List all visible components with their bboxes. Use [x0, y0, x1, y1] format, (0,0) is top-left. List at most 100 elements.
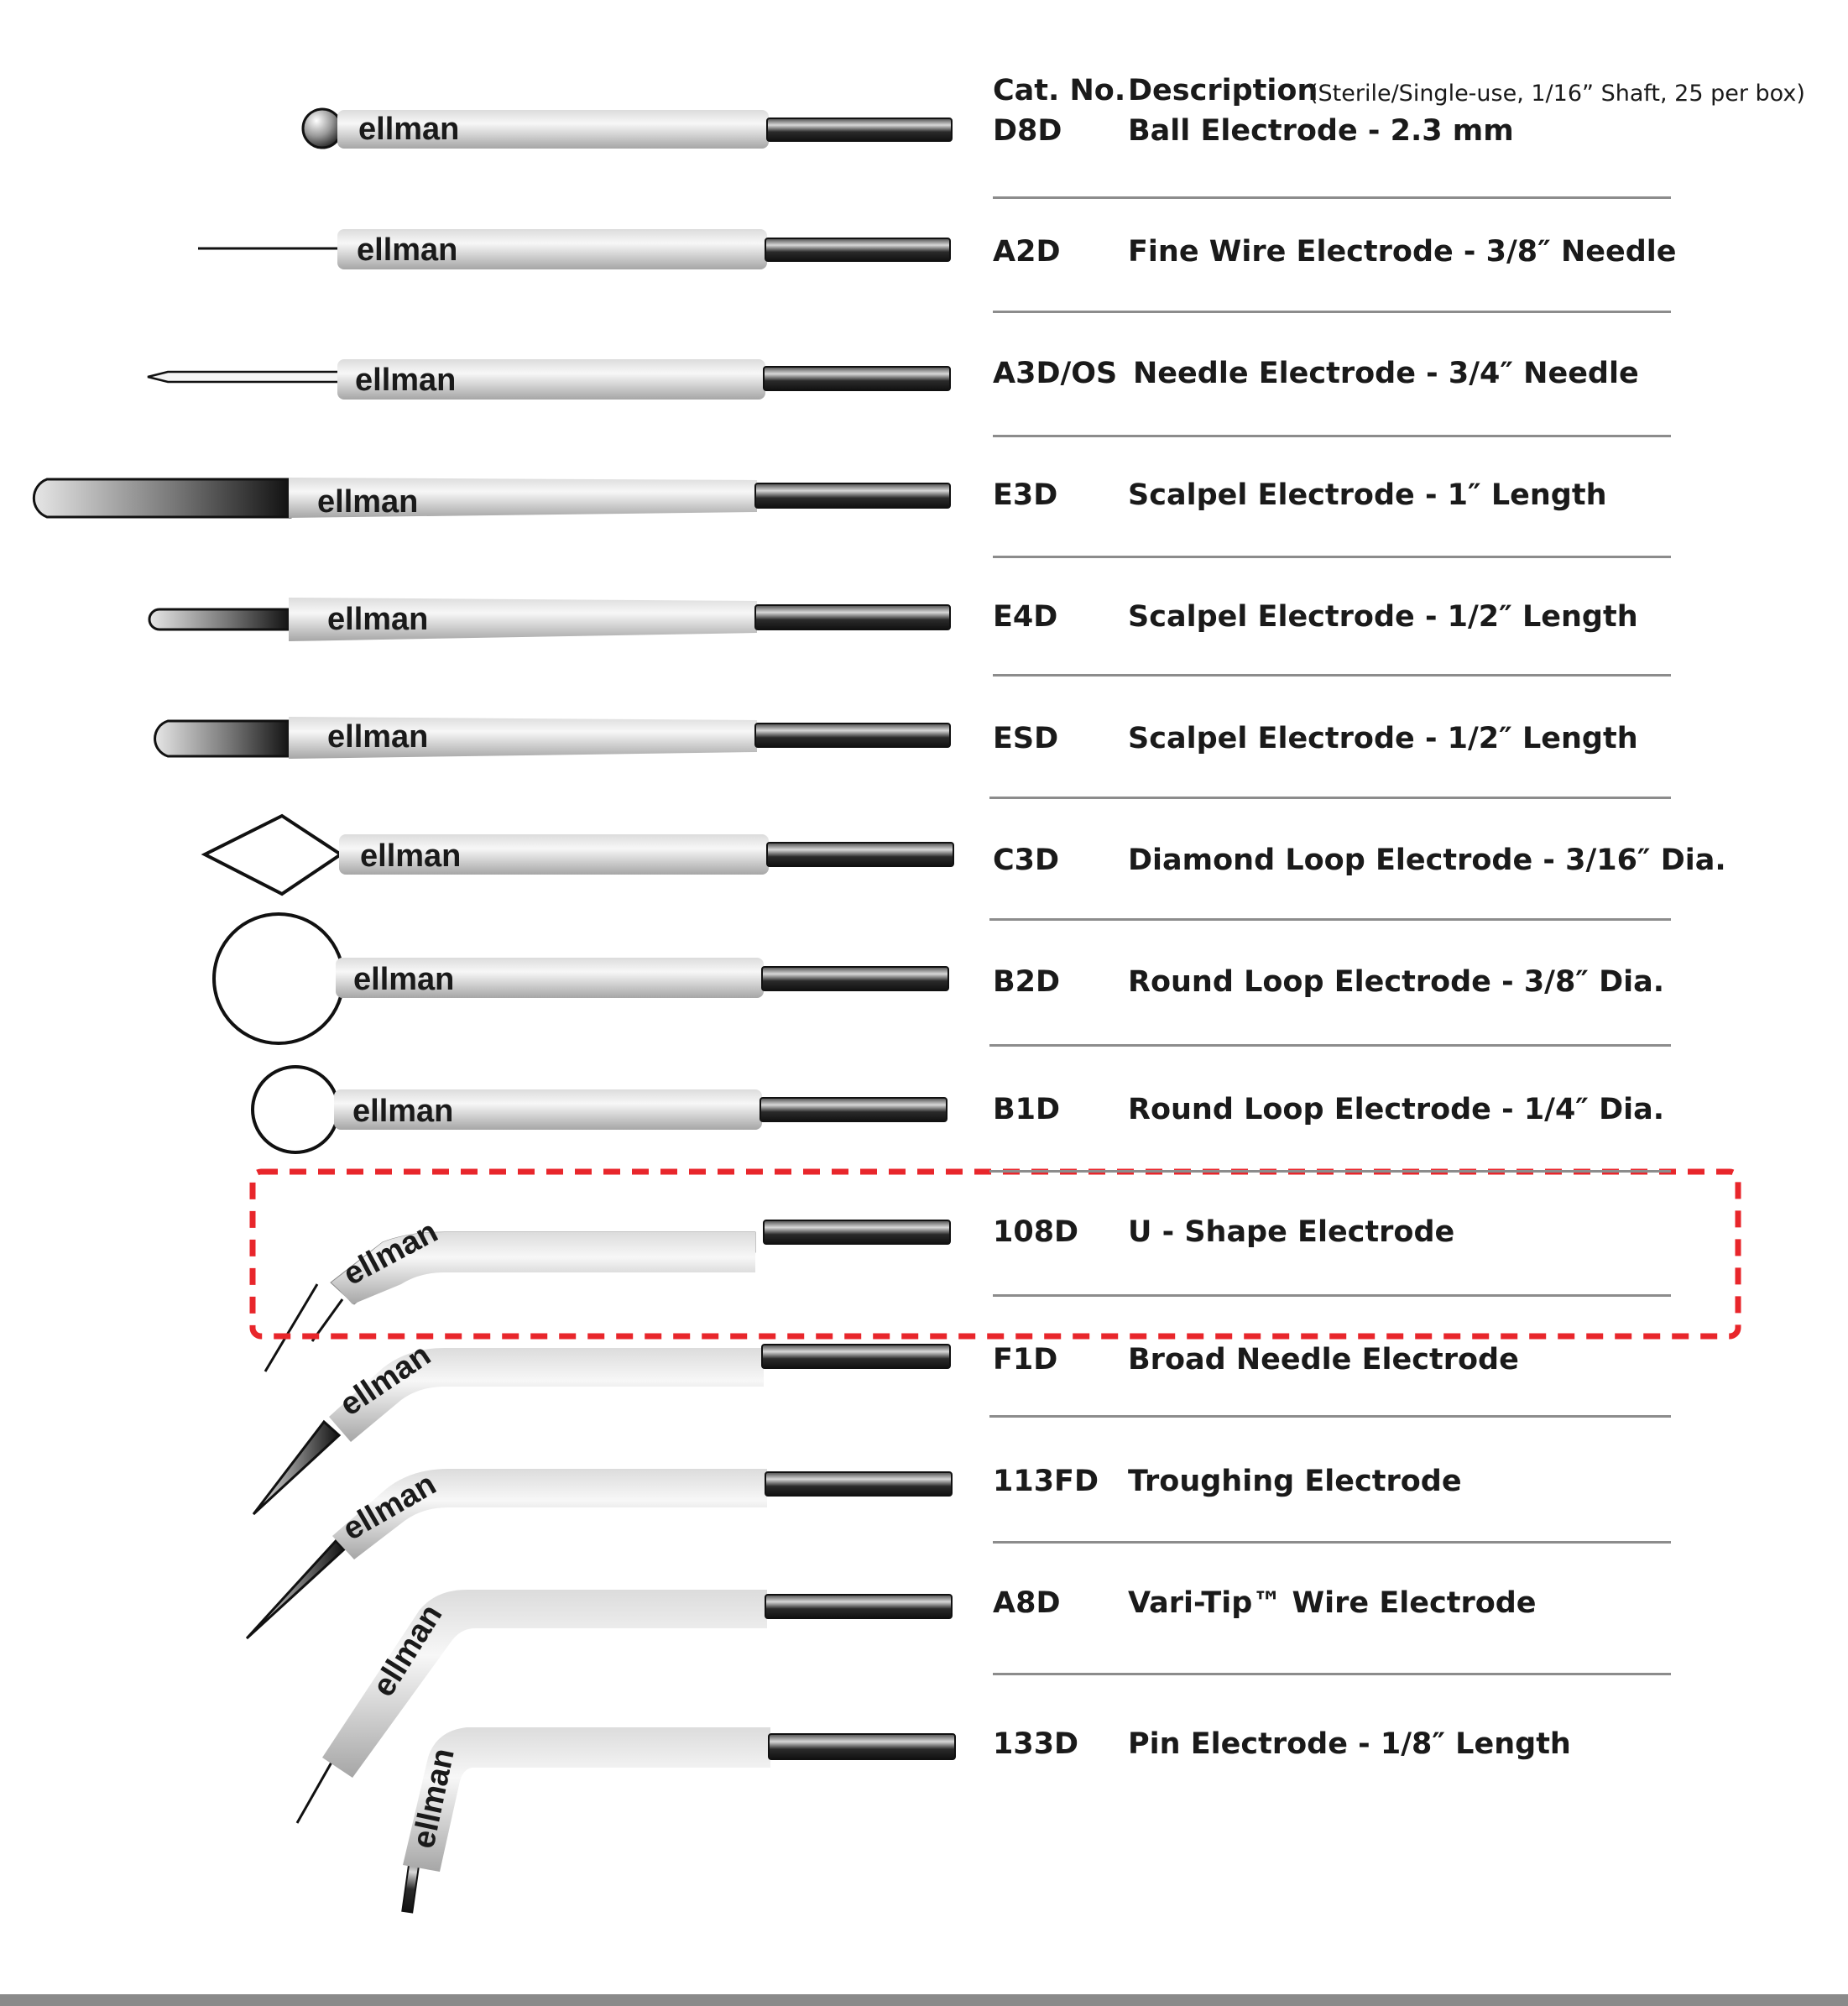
cat-code: B1D — [993, 1093, 1061, 1126]
row-divider — [993, 674, 1671, 677]
item-description: Troughing Electrode — [1128, 1465, 1462, 1498]
brand-label: ellman — [327, 719, 428, 755]
handle — [337, 110, 769, 149]
shaft — [760, 1097, 947, 1122]
round-loop-icon — [251, 1065, 340, 1154]
cat-code: 133D — [993, 1727, 1079, 1761]
row-divider — [993, 311, 1671, 313]
shaft — [761, 1344, 951, 1369]
scalpel-blade-icon — [154, 719, 292, 758]
cat-code: D8D — [993, 114, 1062, 148]
handle — [332, 1469, 767, 1559]
scalpel-blade-icon — [148, 608, 292, 631]
row-divider — [993, 1673, 1671, 1675]
round-loop-icon — [212, 912, 345, 1045]
handle — [336, 958, 764, 998]
item-description: Scalpel Electrode - 1/2″ Length — [1128, 722, 1638, 755]
electrode-c3d: ellman — [201, 813, 954, 896]
cat-code: A8D — [993, 1586, 1061, 1620]
item-description: Round Loop Electrode - 1/4″ Dia. — [1128, 1093, 1665, 1126]
shaft — [768, 1733, 956, 1760]
shaft — [765, 238, 951, 262]
handle — [289, 478, 757, 518]
row-divider — [989, 1170, 1671, 1173]
row-divider — [989, 1415, 1671, 1418]
shaft — [754, 604, 951, 630]
broad-needle-icon — [252, 1419, 342, 1516]
brand-label: ellman — [317, 484, 418, 520]
description-note: (Sterile/Single-use, 1/16” Shaft, 25 per… — [1309, 81, 1805, 107]
item-description: Ball Electrode - 2.3 mm — [1128, 114, 1514, 148]
row-divider — [989, 1044, 1671, 1047]
electrode-b1d: ellman — [251, 1065, 947, 1154]
electrode-d8d: ellman — [301, 107, 953, 149]
brand-label: ellman — [352, 1094, 453, 1129]
electrode-a2d: ellman — [198, 229, 951, 269]
row-divider — [993, 1541, 1671, 1544]
handle — [337, 359, 765, 400]
brand-label: ellman — [360, 838, 461, 874]
electrode-e3d: ellman — [32, 478, 951, 520]
electrode-a8d: ellman — [295, 1590, 953, 1824]
brand-label: ellman — [355, 363, 456, 398]
highlight-box — [249, 1168, 1741, 1340]
shaft — [766, 842, 954, 867]
shaft — [766, 118, 953, 142]
shaft — [765, 1594, 953, 1619]
electrode-esd: ellman — [154, 717, 951, 759]
cat-code: 108D — [993, 1215, 1079, 1249]
item-description: Round Loop Electrode - 3/8″ Dia. — [1128, 965, 1665, 999]
row-divider — [989, 797, 1671, 799]
handle — [337, 229, 767, 269]
handle — [329, 1348, 764, 1442]
shaft — [765, 1471, 953, 1497]
item-description: Needle Electrode - 3/4″ Needle — [1133, 357, 1639, 390]
electrode-b2d: ellman — [212, 912, 949, 1045]
handle — [289, 598, 757, 641]
shaft — [763, 1220, 951, 1245]
electrode-a3d-os: ellman — [147, 359, 951, 400]
brand-label: ellman — [353, 962, 454, 997]
handle — [289, 717, 757, 759]
wire-tip-icon — [295, 1760, 334, 1824]
shaft — [754, 723, 951, 748]
cat-code: ESD — [993, 722, 1059, 755]
electrode-e4d: ellman — [148, 598, 951, 641]
cat-code: C3D — [993, 844, 1060, 877]
handle — [334, 1089, 762, 1130]
item-description: Scalpel Electrode - 1″ Length — [1128, 478, 1607, 512]
row-divider — [993, 556, 1671, 558]
cat-code: A3D/OS — [993, 357, 1118, 390]
row-divider — [993, 435, 1671, 437]
brand-label: ellman — [357, 232, 457, 268]
item-description: Scalpel Electrode - 1/2″ Length — [1128, 600, 1638, 634]
item-description: Broad Needle Electrode — [1128, 1343, 1519, 1377]
handle — [403, 1727, 770, 1872]
scalpel-blade-icon — [32, 478, 292, 519]
item-description: U - Shape Electrode — [1128, 1215, 1455, 1249]
cat-code: 113FD — [993, 1465, 1099, 1498]
troughing-tip-icon — [245, 1538, 347, 1640]
description-header: Description — [1128, 74, 1318, 107]
brand-label: ellman — [327, 602, 428, 637]
row-divider — [989, 918, 1671, 921]
row-divider — [993, 196, 1671, 199]
diamond-loop-icon — [201, 813, 344, 896]
bottom-bar — [0, 1994, 1848, 2006]
item-description: Fine Wire Electrode - 3/8″ Needle — [1128, 235, 1677, 269]
item-description: Vari-Tip™ Wire Electrode — [1128, 1586, 1537, 1620]
cat-no-header: Cat. No. — [993, 74, 1126, 107]
u-shape-tip-icon — [264, 1283, 344, 1372]
row-divider — [993, 1294, 1671, 1297]
cat-code: F1D — [993, 1343, 1058, 1377]
shaft — [754, 483, 951, 509]
cat-code: E4D — [993, 600, 1058, 634]
shaft — [761, 966, 949, 991]
needle-tip-icon — [147, 370, 341, 384]
item-description: Pin Electrode - 1/8″ Length — [1128, 1727, 1571, 1761]
item-description: Diamond Loop Electrode - 3/16″ Dia. — [1128, 844, 1726, 877]
cat-code: E3D — [993, 478, 1058, 512]
cat-code: A2D — [993, 235, 1061, 269]
handle — [339, 834, 769, 875]
